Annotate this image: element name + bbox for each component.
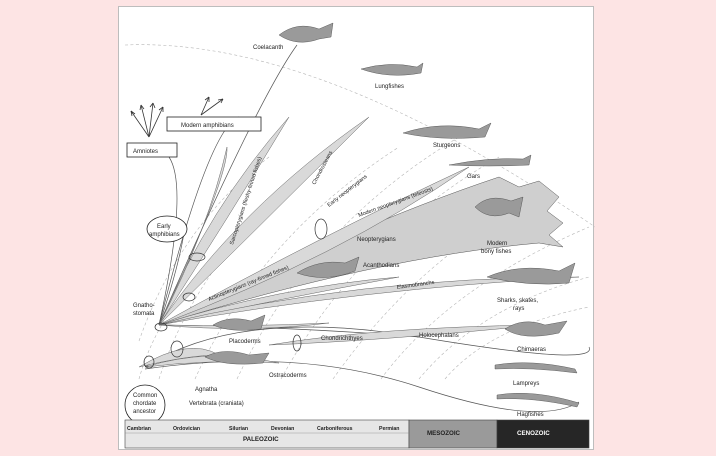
timeline-bar: Cambrian Ordovician Silurian Devonian Ca…: [124, 419, 590, 449]
period-permian: Permian: [379, 426, 399, 432]
lungfish-fish: [360, 62, 424, 76]
label-modern-bony-2: bony fishes: [481, 249, 511, 255]
label-coelacanth: Coelacanth: [253, 45, 283, 51]
label-hagfishes: Hagfishes: [517, 412, 544, 418]
period-ordovician: Ordovician: [173, 426, 200, 432]
early-amphibians-ellipse: [146, 215, 188, 243]
amniotes-box: [126, 142, 178, 158]
era-paleozoic: PALEOZOIC: [243, 436, 279, 443]
label-lungfishes: Lungfishes: [375, 84, 404, 90]
label-gnathostomata-2: stomata: [133, 311, 155, 317]
label-acanthodians: Acanthodians: [363, 263, 399, 269]
label-neopterygians: Neopterygians: [357, 237, 396, 243]
acanthodian-fish: [296, 256, 360, 278]
lamprey-fish: [494, 362, 578, 374]
branch-markers: [143, 218, 328, 369]
label-sharks-2: rays: [513, 306, 524, 312]
label-modern-bony-1: Modern: [487, 241, 507, 247]
period-silurian: Silurian: [229, 426, 248, 432]
label-elasmobranchs: Elasmobranchs: [396, 280, 435, 291]
label-early-amphibians-2: amphibians: [149, 232, 180, 238]
phylogeny-figure: Coelacanth Lungfishes Modern amphibians …: [118, 6, 595, 450]
label-vertebrata: Vertebrata (craniata): [189, 401, 244, 407]
label-common-2: chordate: [133, 401, 157, 407]
label-placoderms: Placoderms: [229, 339, 261, 345]
label-common-1: Common: [133, 393, 157, 399]
period-cambrian: Cambrian: [127, 426, 151, 432]
gar-fish: [448, 154, 532, 167]
label-sturgeons: Sturgeons: [433, 143, 460, 149]
label-common-3: ancestor: [133, 409, 156, 415]
phylogeny-diagram: Coelacanth Lungfishes Modern amphibians …: [124, 22, 595, 449]
modern-amphibians-box: [166, 116, 262, 132]
label-lampreys: Lampreys: [513, 381, 539, 387]
label-chondrichthyes: Chondrichthyes: [321, 336, 363, 342]
era-cenozoic: CENOZOIC: [517, 430, 550, 437]
label-gnathostomata-1: Gnatho-: [133, 303, 155, 309]
label-gars: Gars: [467, 174, 480, 180]
shark-fish: [486, 262, 576, 285]
lineage-fans: [138, 116, 580, 368]
bony-fish: [474, 196, 524, 218]
amniote-arrows: [130, 96, 224, 138]
placoderm-fish: [212, 314, 266, 331]
ostracoderm-fish: [204, 351, 270, 365]
period-carboniferous: Carboniferous: [317, 426, 353, 432]
hagfish-fish: [496, 393, 580, 408]
label-sharks-1: Sharks, skates,: [497, 298, 538, 304]
coelacanth-fish: [278, 22, 334, 43]
label-chimaeras: Chimaeras: [517, 347, 546, 353]
era-mesozoic: MESOZOIC: [427, 430, 461, 437]
label-amniotes: Amniotes: [133, 149, 158, 155]
period-devonian: Devonian: [271, 426, 294, 432]
label-ostracoderms: Ostracoderms: [269, 373, 307, 379]
label-early-neopterygians: Early neopterygians: [327, 174, 369, 209]
label-early-amphibians-1: Early: [157, 224, 171, 230]
label-holocephalans: Holocephalans: [419, 333, 459, 339]
label-agnatha: Agnatha: [195, 387, 218, 393]
chimaera-fish: [504, 320, 568, 337]
label-modern-amphibians: Modern amphibians: [181, 123, 234, 129]
fish-illustrations: [204, 22, 580, 408]
sturgeon-fish: [402, 122, 492, 139]
